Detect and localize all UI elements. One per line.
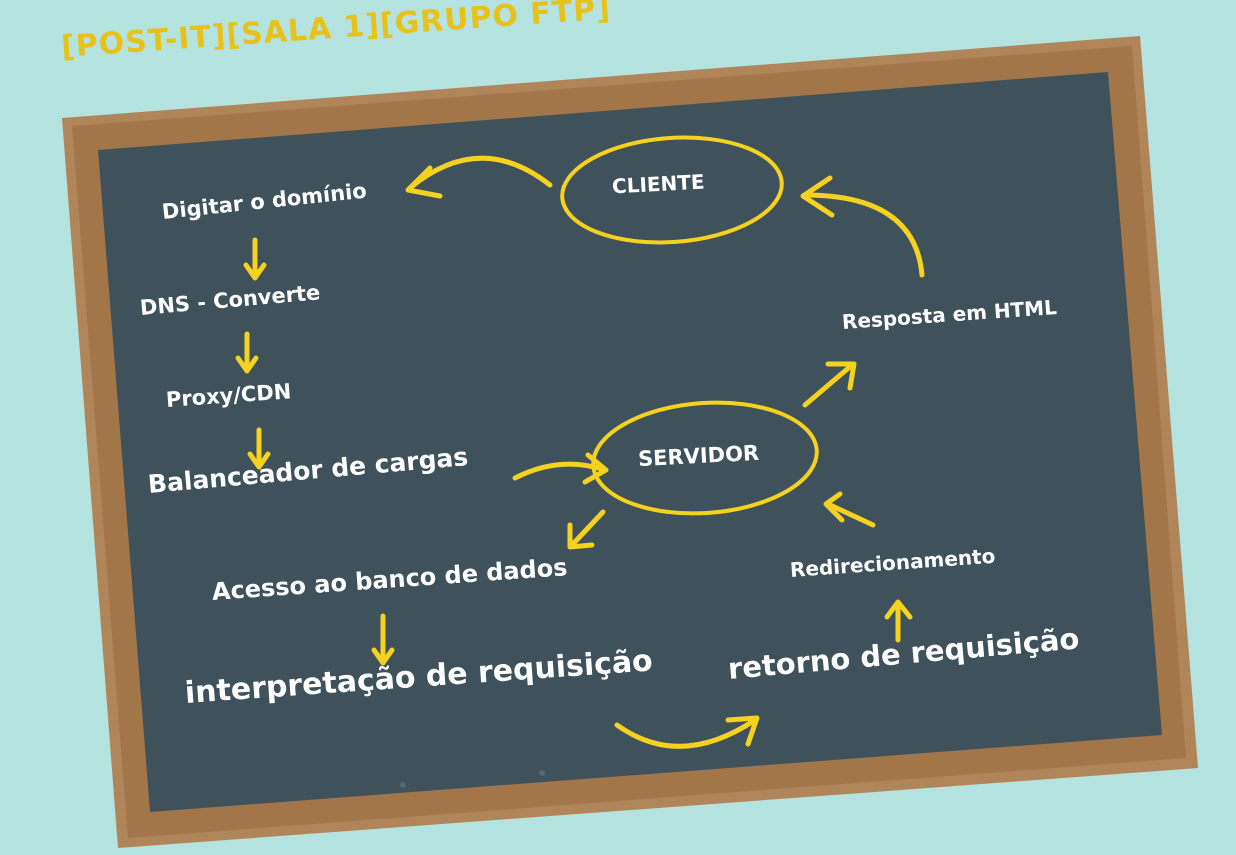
arrowhead-cliente-digitar [405,165,443,199]
cliente-label: CLIENTE [611,169,706,199]
arrowhead-dns-proxy [235,355,259,374]
arrowhead-resposta-cliente [800,175,835,218]
arrowhead-servidor-acesso [567,522,595,550]
chalk-dot [400,782,406,788]
arrow-redirecionamento-servidor [825,501,876,528]
arrowhead-servidor-resposta [825,361,857,391]
arrowhead-acesso-interpretacao [371,647,395,666]
arrowhead-redirecionamento-servidor [823,491,845,523]
arrow-cliente-digitar [407,155,553,191]
chalk-dot [539,770,545,776]
arrowhead-retorno-redirecionamento [884,599,913,620]
arrowhead-balanceador-servidor [582,452,609,485]
arrow-interpretacao-retorno [614,717,758,749]
arrowhead-proxy-balanceador [247,451,271,470]
arrowhead-interpretacao-retorno [725,715,760,747]
arrowhead-digitar-dns [243,262,267,281]
arrow-resposta-cliente [802,192,925,278]
arrow-servidor-resposta [802,362,855,408]
cliente-ellipse [560,135,784,245]
arrow-servidor-acesso [569,509,606,548]
arrow-balanceador-servidor [512,461,608,481]
